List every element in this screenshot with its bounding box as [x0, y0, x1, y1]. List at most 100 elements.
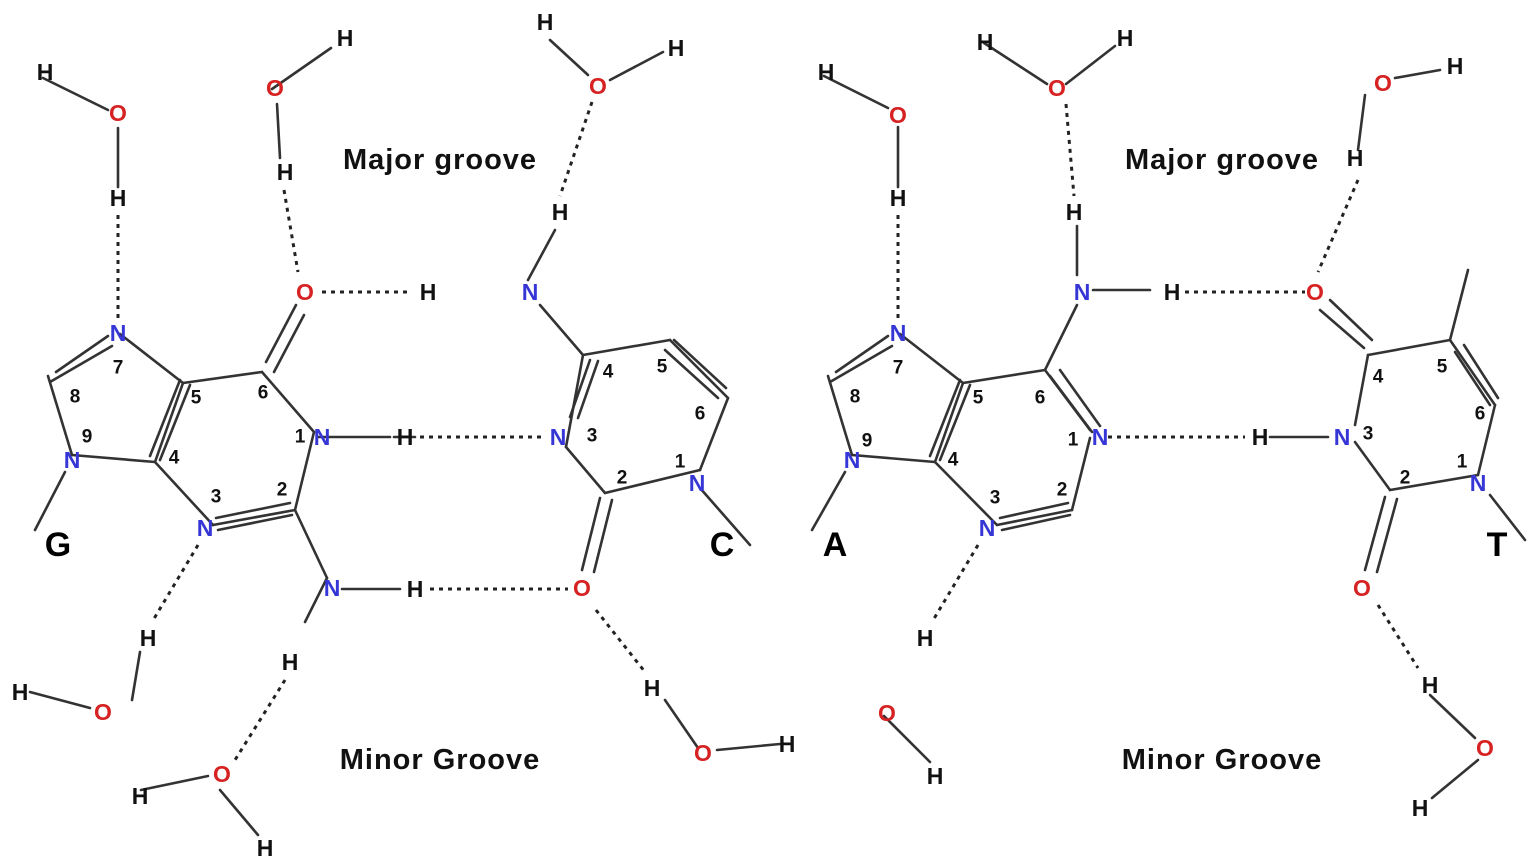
covalent-bond — [118, 332, 185, 385]
double-bond — [1462, 343, 1500, 400]
double-bond — [928, 378, 962, 458]
covalent-bond — [882, 714, 932, 764]
covalent-bond — [1070, 436, 1092, 512]
ring-number: 3 — [990, 488, 1001, 509]
covalent-bond — [1488, 493, 1527, 542]
covalent-bond — [1393, 68, 1442, 80]
covalent-bond — [1353, 353, 1370, 427]
nitrogen-n1: N — [689, 470, 706, 496]
covalent-bond — [270, 46, 333, 91]
hydrogen-atom: H — [337, 25, 354, 51]
covalent-bond — [982, 41, 1049, 86]
amine-nitrogen: N — [324, 575, 341, 601]
covalent-bond — [698, 486, 752, 547]
double-bond — [216, 513, 294, 532]
ring-number: 3 — [211, 487, 222, 508]
hydrogen-bond — [233, 679, 287, 761]
base-label-cytosine: C — [710, 526, 735, 564]
base-label-guanine: G — [45, 526, 71, 564]
water-oxygen: O — [213, 761, 231, 787]
covalent-bond — [211, 508, 297, 527]
covalent-bond — [46, 374, 74, 457]
hydrogen-atom: H — [917, 625, 934, 651]
hydrogen-bonds — [116, 101, 1420, 761]
double-bond — [1328, 298, 1374, 342]
double-bond — [1318, 308, 1366, 350]
covalent-bond — [715, 742, 782, 752]
covalent-bond — [293, 430, 316, 512]
covalent-bond — [1353, 440, 1392, 492]
ring-number: 7 — [893, 358, 904, 379]
covalent-bond — [153, 460, 215, 527]
hydrogen-atom: H — [37, 59, 54, 85]
covalent-bond — [995, 508, 1074, 527]
covalent-bond — [663, 698, 700, 750]
covalent-bond — [1448, 268, 1470, 342]
carbonyl-oxygen: O — [1353, 575, 1371, 601]
covalent-bond — [608, 50, 665, 82]
ring-number: 1 — [295, 427, 306, 448]
base-label-adenine: A — [823, 526, 848, 564]
hydrogen-atom: H — [12, 679, 29, 705]
hydrogen-atom: H — [257, 835, 274, 859]
double-bond — [158, 383, 192, 462]
ring-number: 2 — [617, 468, 628, 489]
hydrogen-atom: H — [132, 783, 149, 809]
ring-number: 5 — [1437, 357, 1448, 378]
hydrogen-bond — [1376, 604, 1420, 669]
covalent-bond — [1388, 473, 1480, 492]
covalent-bond — [1064, 44, 1117, 86]
double-bond — [1000, 513, 1072, 532]
ring-number: 4 — [1373, 367, 1384, 388]
water-oxygen: O — [589, 73, 607, 99]
ring-number: 5 — [657, 357, 668, 378]
covalent-bond — [28, 690, 92, 710]
nitrogen-n3: N — [550, 424, 567, 450]
nitrogen-n1: N — [1092, 424, 1109, 450]
hydrogen-atom: H — [277, 159, 294, 185]
covalent-bond — [181, 370, 264, 385]
covalent-bond — [933, 460, 999, 527]
covalent-bond — [538, 303, 585, 357]
covalent-bond — [1476, 403, 1497, 477]
right-minor-groove-label: Minor Groove — [1122, 744, 1323, 776]
double-bond — [48, 344, 114, 384]
covalent-bond — [1430, 758, 1480, 800]
covalent-bond — [850, 453, 937, 464]
double-bond — [834, 334, 890, 374]
hydrogen-atom: H — [407, 576, 424, 602]
double-bond — [1375, 497, 1399, 574]
covalent-bond — [139, 774, 210, 792]
hydrogen-bond — [594, 609, 647, 673]
covalent-bond — [933, 381, 965, 464]
water-oxygen: O — [694, 740, 712, 766]
double-bond — [272, 313, 306, 374]
water-oxygen: O — [878, 700, 896, 726]
double-bond — [1363, 495, 1387, 572]
hydrogen-atom: H — [420, 279, 437, 305]
covalent-bond — [1043, 303, 1079, 372]
hydrogen-atom: H — [282, 649, 299, 675]
right-major-groove-label: Major groove — [1125, 144, 1319, 176]
ring-number: 6 — [1035, 388, 1046, 409]
hydrogen-atom: H — [668, 35, 685, 61]
amine-nitrogen: N — [522, 279, 539, 305]
left-major-groove-label: Major groove — [343, 144, 537, 176]
hydrogen-atom: H — [397, 424, 414, 450]
nitrogen-n3: N — [1334, 424, 1351, 450]
hydrogen-atom: H — [818, 59, 835, 85]
covalent-bond — [961, 368, 1047, 385]
double-bond — [938, 383, 972, 462]
hydrogen-atom: H — [1117, 25, 1134, 51]
covalent-bond — [303, 576, 329, 624]
double-bond — [1058, 368, 1102, 428]
ring-number: 6 — [1475, 404, 1486, 425]
hydrogen-atom: H — [552, 199, 569, 225]
double-bond — [54, 334, 110, 374]
hydrogen-atom: H — [1066, 199, 1083, 225]
covalent-bond — [526, 228, 557, 282]
hydrogen-atom: H — [927, 763, 944, 789]
ring-number: 2 — [1057, 480, 1068, 501]
ring-number: 8 — [70, 387, 81, 408]
